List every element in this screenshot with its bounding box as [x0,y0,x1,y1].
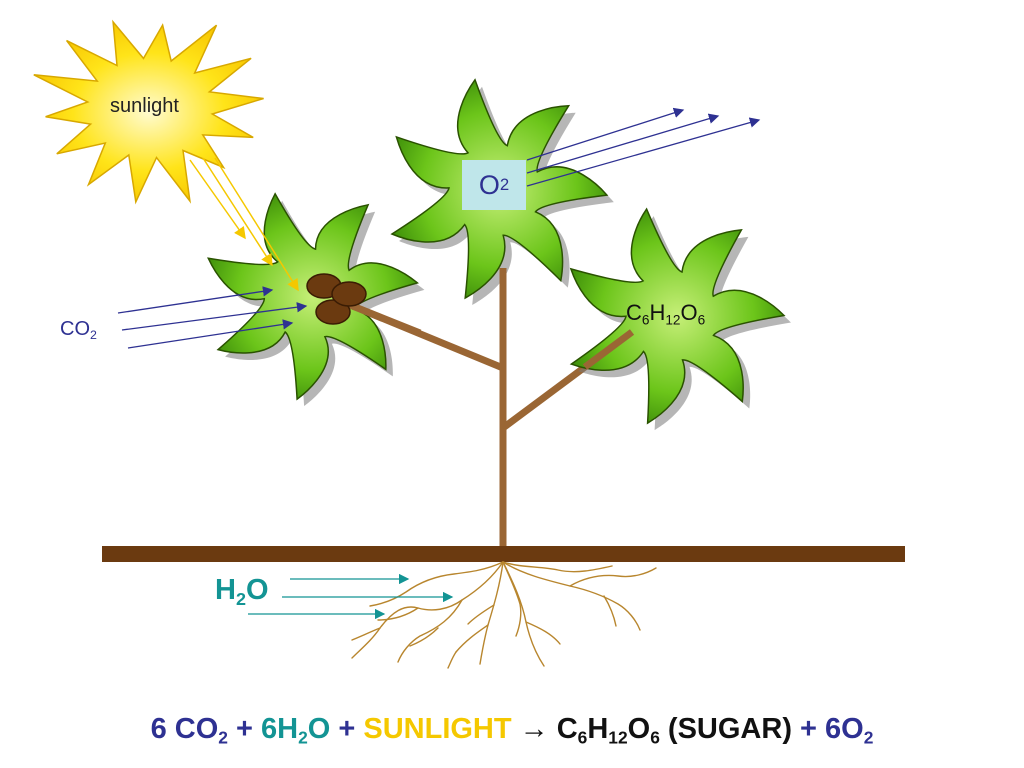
sun-burst [33,19,264,205]
sun-ray-2 [202,157,273,267]
glucose-label-part-4: O [680,300,698,325]
o2-arrow-2 [526,113,720,174]
h2o-label-part-0: H [215,574,236,606]
equation-part-14: 6 [650,727,660,748]
equation-part-17: 6O [825,713,864,745]
ground-line [102,546,905,562]
h2o-label: H2O [215,574,269,608]
chloroplast-2 [315,299,351,325]
glucose-label-part-1: 6 [641,312,650,328]
equation-part-12: 12 [608,727,628,748]
glucose-label-part-0: C [626,300,642,325]
o2-arrow-3 [526,117,761,187]
equation-part-9: C [556,713,578,745]
equation-part-7: SUNLIGHT [363,713,512,745]
left-branch-tip [343,299,422,337]
co2-arrow-1 [117,286,274,314]
co2-arrows [117,286,308,349]
glucose-label-part-2: H [649,300,666,325]
equation-part-3: 6H [261,713,299,745]
glucose-label: C6H12O6 [626,300,706,328]
co2-arrow-3 [127,319,294,349]
chloroplast-3 [331,281,367,307]
equation-part-13: O [627,713,651,745]
leaf-right [569,207,786,425]
co2-arrow-2 [121,302,308,331]
sun-ray-3 [214,157,299,292]
right-branch-tip [582,329,635,370]
equation-part-18: 2 [863,727,874,748]
o2-arrows [526,107,761,187]
equation-part-1: 2 [218,727,228,748]
glucose-label-part-3: 12 [665,312,681,328]
co2-label-main: CO [60,318,90,340]
equation-part-11: H [587,713,609,745]
equation-part-4: 2 [298,727,308,748]
plant-stem [348,275,635,552]
equation-part-16: + [800,713,826,745]
equation-part-15: (SUGAR) [659,713,801,745]
sun-ray-1 [189,159,246,240]
h2o-label-part-2: O [245,574,269,606]
sunlight-rays [189,157,299,292]
equation-part-2: + [227,713,261,745]
co2-label-sub: 2 [90,327,97,342]
equation-part-6: + [330,713,364,745]
h2o-arrows [248,573,454,620]
equation-part-8: → [511,713,557,745]
equation-part-5: O [307,713,331,745]
equation-part-10: 6 [577,727,588,748]
chloroplasts [306,273,367,325]
co2-label: CO2 [60,318,97,342]
o2-arrow-1 [526,107,685,161]
equation-part-0: 6 CO [150,713,219,745]
o2-label-main: O [478,169,500,200]
glucose-label-part-5: 6 [697,312,706,328]
roots [351,561,657,669]
sunlight-label: sunlight [110,95,179,117]
photosynthesis-equation: 6 CO2 + 6H2O + SUNLIGHT → C6H12O6 (SUGAR… [0,713,1024,746]
h2o-label-part-1: 2 [235,588,246,609]
